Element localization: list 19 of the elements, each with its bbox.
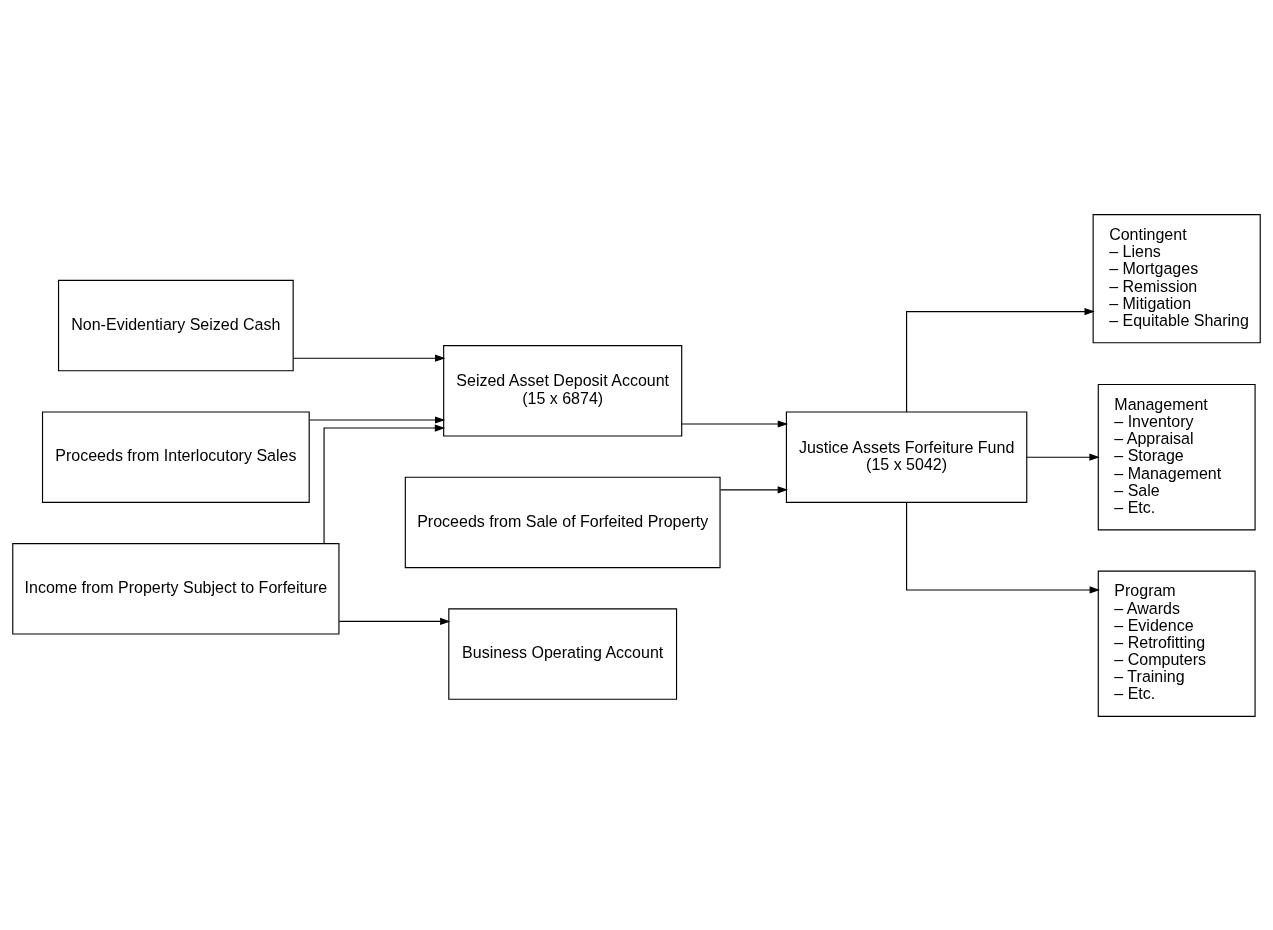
node-box: Non-Evidentiary Seized Cash — [58, 279, 294, 371]
node-box: Seized Asset Deposit Account (15 x 6874) — [443, 344, 683, 437]
arrow — [719, 485, 788, 493]
node-box: Management – Inventory – Appraisal – Storage – Management – Sale – Etc. — [1097, 383, 1256, 530]
node-box: Contingent – Liens – Mortgages – Remission – Mitigation – Equitable Sharing — [1092, 213, 1261, 343]
arrow — [1026, 453, 1100, 461]
arrow — [681, 419, 789, 428]
arrow — [906, 501, 1100, 594]
arrow — [906, 307, 1095, 412]
arrow — [292, 354, 446, 362]
arrow — [323, 423, 446, 544]
arrow — [308, 415, 446, 424]
node-box: Program – Awards – Evidence – Retrofitting – Computers – Training – Etc. — [1097, 570, 1256, 717]
arrow — [338, 617, 451, 625]
node-box: Business Operating Account — [448, 607, 678, 700]
node-box: Income from Property Subject to Forfeiture — [12, 542, 340, 635]
node-box: Proceeds from Sale of Forfeited Property — [404, 476, 721, 568]
node-box: Proceeds from Interlocutory Sales — [41, 410, 310, 503]
node-box: Justice Assets Forfeiture Fund (15 x 5042) — [785, 410, 1028, 503]
